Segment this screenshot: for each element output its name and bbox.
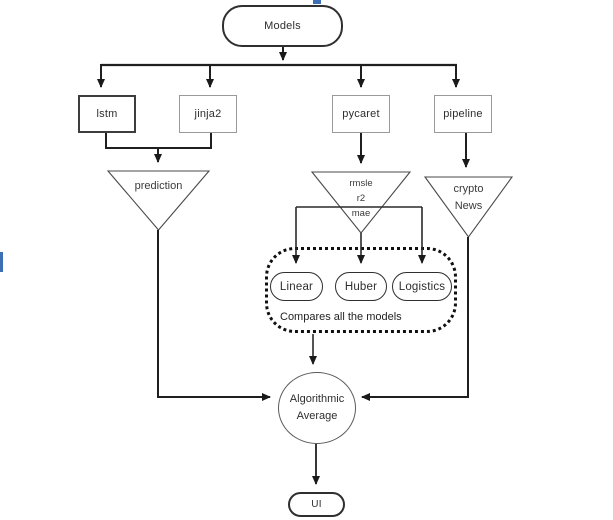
node-lstm-label: lstm (96, 108, 118, 120)
node-pipeline-label: pipeline (443, 108, 483, 120)
average-label-line-1: Algorithmic (289, 393, 345, 405)
node-jinja2[interactable]: jinja2 (179, 95, 237, 133)
metrics-funnel-shape[interactable] (310, 171, 412, 234)
crypto-news-funnel-shape[interactable] (423, 176, 514, 238)
node-algorithmic-average[interactable]: Algorithmic Average (278, 372, 356, 444)
node-linear[interactable]: Linear (270, 272, 323, 301)
average-label-line-2: Average (296, 410, 338, 422)
node-huber[interactable]: Huber (335, 272, 387, 301)
crypto-news-funnel-label: crypto News (425, 181, 512, 215)
node-ui[interactable]: UI (288, 492, 345, 517)
node-jinja2-label: jinja2 (194, 108, 222, 120)
node-pipeline[interactable]: pipeline (434, 95, 492, 133)
prediction-funnel-label: prediction (134, 180, 183, 192)
comparison-group-caption: Compares all the models (280, 311, 402, 323)
node-linear-label: Linear (279, 280, 314, 293)
metrics-line-r2: r2 (356, 193, 366, 204)
selection-artifact-top (313, 0, 321, 4)
node-pycaret-label: pycaret (342, 108, 380, 120)
metrics-funnel-label: rmsle r2 mae (312, 176, 410, 221)
node-lstm[interactable]: lstm (78, 95, 136, 133)
node-logistics-label: Logistics (398, 280, 446, 293)
connector-crypto-to-average (361, 237, 469, 401)
crypto-line-2: News (454, 200, 483, 212)
node-models[interactable]: Models (222, 5, 343, 47)
node-huber-label: Huber (344, 280, 378, 293)
node-logistics[interactable]: Logistics (392, 272, 452, 301)
node-models-label: Models (264, 20, 301, 32)
selection-artifact-left (0, 252, 3, 272)
connector-prediction-to-average (157, 230, 271, 401)
crypto-line-1: crypto (453, 183, 484, 195)
metrics-line-mae: mae (351, 208, 371, 219)
metrics-line-rmsle: rmsle (349, 178, 373, 189)
node-ui-label: UI (311, 499, 322, 510)
prediction-funnel-shape[interactable] (106, 170, 211, 231)
node-pycaret[interactable]: pycaret (332, 95, 390, 133)
